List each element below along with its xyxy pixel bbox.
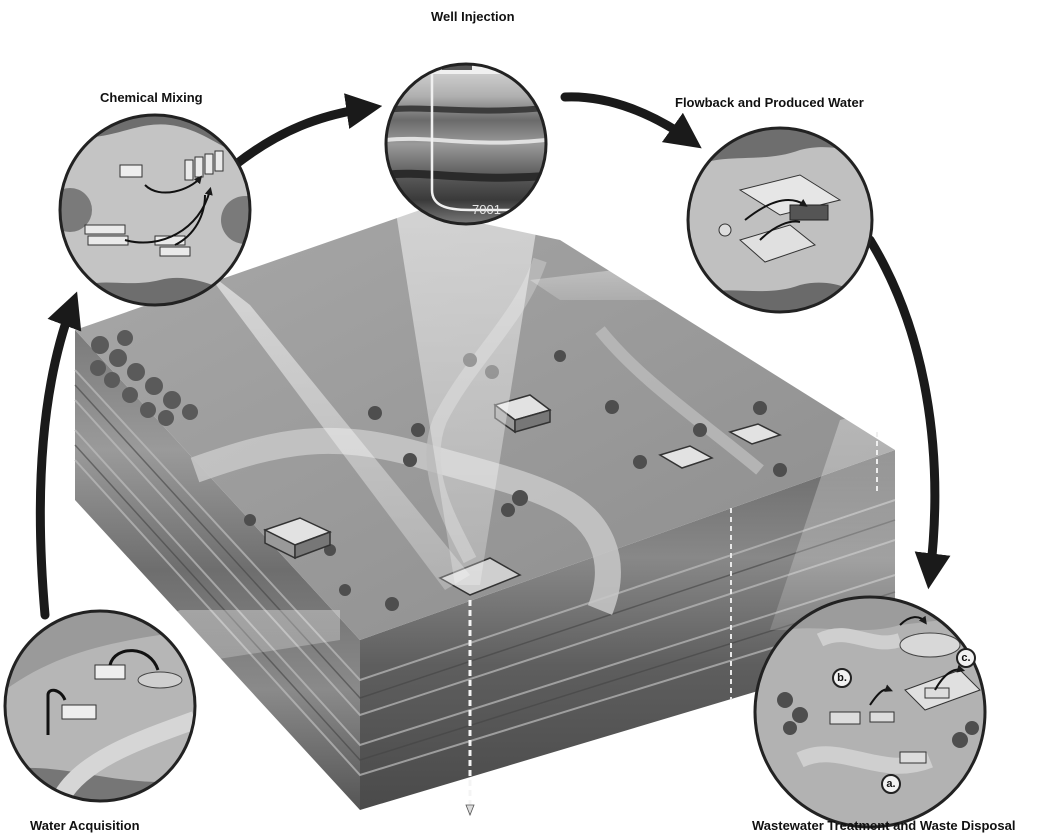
marker-a: a. bbox=[881, 774, 901, 794]
well-injection-inset: 7001 bbox=[386, 60, 546, 224]
label-well-injection: Well Injection bbox=[431, 9, 515, 24]
label-flowback: Flowback and Produced Water bbox=[675, 95, 864, 110]
wastewater-inset bbox=[755, 597, 985, 827]
label-water-acquisition: Water Acquisition bbox=[30, 818, 140, 833]
label-chemical-mixing: Chemical Mixing bbox=[100, 90, 203, 105]
flowback-inset bbox=[688, 128, 873, 313]
arrow-well-to-flow bbox=[565, 97, 690, 140]
well-depth-text: 7001 bbox=[472, 202, 501, 217]
water-acquisition-inset bbox=[5, 611, 195, 801]
arrow-acq-to-chem bbox=[40, 305, 72, 615]
marker-b: b. bbox=[832, 668, 852, 688]
marker-c: c. bbox=[956, 648, 976, 668]
label-wastewater: Wastewater Treatment and Waste Disposal bbox=[752, 818, 1015, 833]
arrow-chem-to-well bbox=[235, 108, 368, 165]
